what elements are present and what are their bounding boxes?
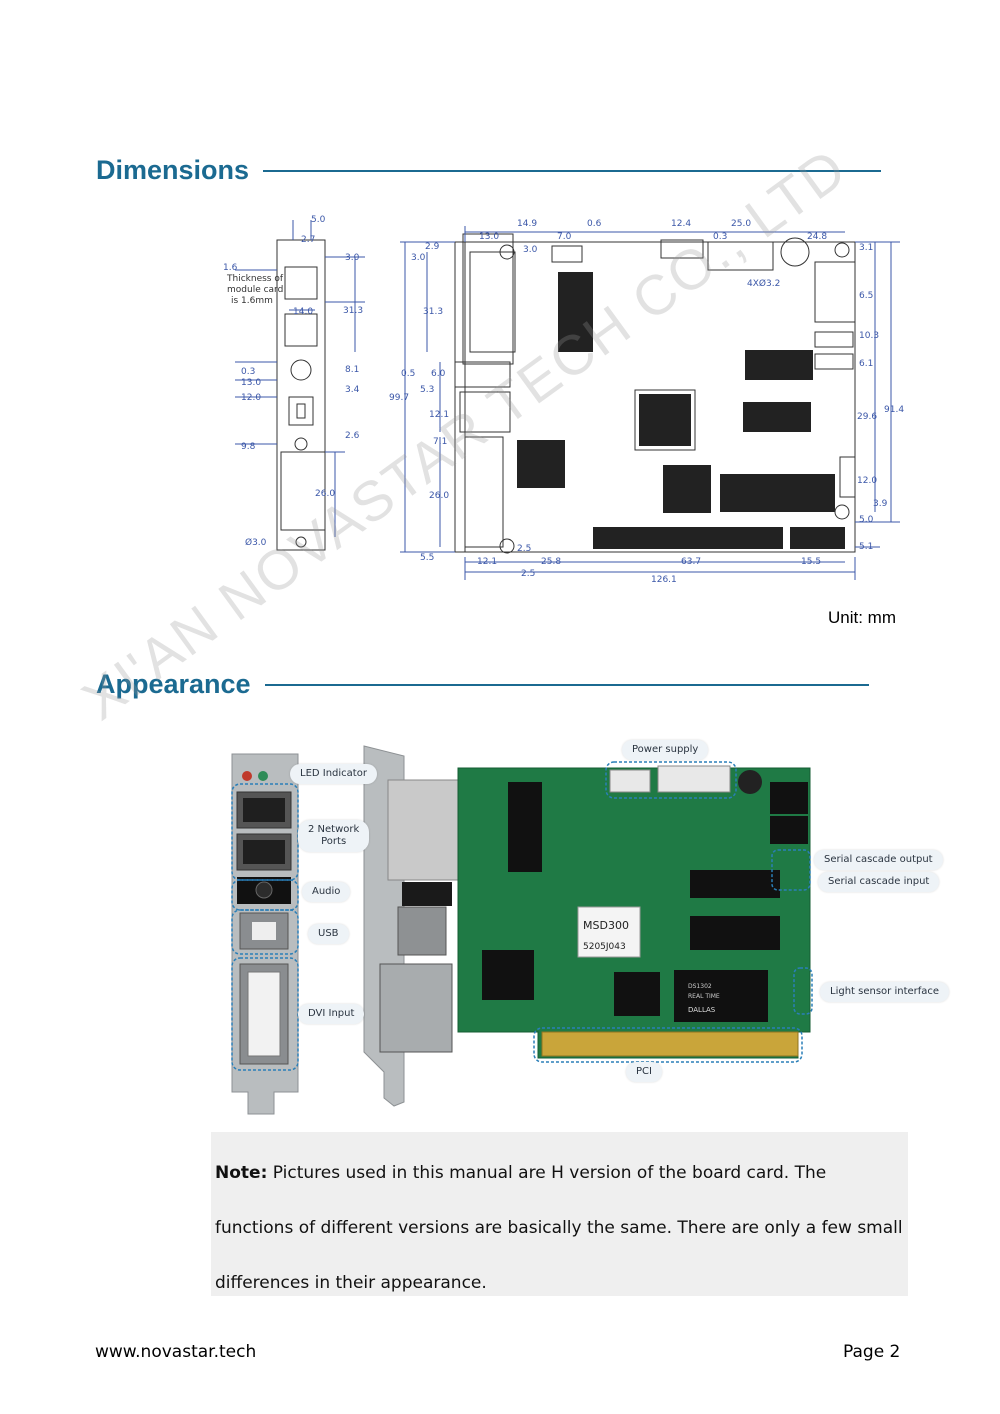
side-dim-label: 26.0 xyxy=(315,489,335,499)
side-dim-label: 2.6 xyxy=(345,431,360,441)
chip-label: DALLAS xyxy=(688,1006,716,1014)
board-dim-label: 0.3 xyxy=(713,232,727,242)
callout-led-indicator: LED Indicator xyxy=(290,764,377,784)
board-dim-label: 10.3 xyxy=(859,331,879,341)
board-dim-label: 5.0 xyxy=(859,515,874,525)
board-dim-label: 126.1 xyxy=(651,575,677,585)
board-dim-label: 2.9 xyxy=(425,242,440,252)
side-dim-label: 8.1 xyxy=(345,365,359,375)
board-dim-label: 0.6 xyxy=(587,219,602,229)
board-dim-label: 6.5 xyxy=(859,291,873,301)
chip-label: DS1302 xyxy=(688,983,712,990)
board-dim-label: 12.1 xyxy=(429,410,449,420)
callout-light-sensor-interface: Light sensor interface xyxy=(820,982,950,1002)
side-dim-label: 0.3 xyxy=(241,367,255,377)
board-dim-label: 15.5 xyxy=(801,557,821,567)
board-dim-label: 12.1 xyxy=(477,557,497,567)
callout-audio: Audio xyxy=(302,882,351,902)
bracket-side-view xyxy=(235,220,365,551)
heading-rule xyxy=(264,683,869,686)
thickness-note-line: is 1.6mm xyxy=(231,296,273,306)
note-box: Note: Pictures used in this manual are H… xyxy=(211,1132,908,1296)
board-dim-label: 25.8 xyxy=(541,557,561,567)
board-dim-label: 5.1 xyxy=(859,542,873,552)
heading-rule xyxy=(263,169,882,172)
board-dim-label: 3.9 xyxy=(873,499,888,509)
side-dim-label: 12.0 xyxy=(241,393,261,403)
board-dim-label: 99.7 xyxy=(389,393,409,403)
callout-serial-cascade-output: Serial cascade output xyxy=(814,850,943,870)
board-dim-label: 63.7 xyxy=(681,557,701,567)
thickness-note-line: Thickness of xyxy=(226,274,284,284)
side-dim-label: 2.7 xyxy=(301,235,315,245)
board-appearance-figure: MSD300 5205J043 DS1302 REAL TIME DALLAS … xyxy=(218,732,950,1122)
footer-page-number: Page 2 xyxy=(843,1342,901,1362)
board-dim-label: 2.5 xyxy=(521,569,535,579)
board-dim-label: 31.3 xyxy=(423,307,443,317)
callout-power-supply: Power supply xyxy=(622,740,709,760)
callout-dvi-input: DVI Input xyxy=(298,1004,365,1024)
side-dim-label: 31.3 xyxy=(343,306,363,316)
side-dim-label: 9.8 xyxy=(241,442,256,452)
board-dim-label: 3.1 xyxy=(859,243,873,253)
dimension-drawing: 5.0 2.7 1.6 3.0 14.0 31.3 8.1 0.3 13.0 3… xyxy=(215,212,910,597)
note-text: Pictures used in this manual are H versi… xyxy=(215,1163,903,1293)
serial-label: 5205J043 xyxy=(583,942,626,952)
dimension-drawing-svg: 5.0 2.7 1.6 3.0 14.0 31.3 8.1 0.3 13.0 3… xyxy=(223,215,904,585)
board-dim-label: 24.8 xyxy=(807,232,827,242)
callout-serial-cascade-input: Serial cascade input xyxy=(818,872,940,892)
board-dim-label: 7.1 xyxy=(433,437,447,447)
board-dim-label: 4XØ3.2 xyxy=(747,278,780,289)
board-dim-label: 0.5 xyxy=(401,369,415,379)
dimensions-title: Dimensions xyxy=(96,155,250,185)
unit-label: Unit: mm xyxy=(828,608,896,627)
board-dim-label: 12.4 xyxy=(671,219,691,229)
board-bracket xyxy=(363,745,459,1107)
model-label: MSD300 xyxy=(583,919,629,932)
callout-network-line: Ports xyxy=(321,836,347,847)
side-dim-label: 1.6 xyxy=(223,263,238,273)
led-green-icon xyxy=(258,771,268,781)
board-dim-label: 6.0 xyxy=(431,369,446,379)
side-dim-label: 14.0 xyxy=(293,307,313,317)
chip-label: REAL TIME xyxy=(688,993,720,1000)
side-dim-label: 5.0 xyxy=(311,215,326,225)
board-dim-label: 25.0 xyxy=(731,219,751,229)
side-dim-label: 3.0 xyxy=(345,253,360,263)
led-red-icon xyxy=(242,771,252,781)
thickness-note-line: module card xyxy=(227,285,283,295)
section-heading-dimensions: Dimensions xyxy=(96,155,882,186)
bracket-side-labels: 5.0 2.7 1.6 3.0 14.0 31.3 8.1 0.3 13.0 3… xyxy=(223,215,363,548)
board-dim-label: 91.4 xyxy=(884,405,904,415)
board-dim-label: 2.5 xyxy=(517,544,531,554)
footer-website: www.novastar.tech xyxy=(95,1342,257,1362)
board-dim-label: 5.5 xyxy=(420,553,434,563)
side-dim-label: 13.0 xyxy=(241,378,261,388)
callout-usb: USB xyxy=(308,924,349,944)
callout-network-ports: 2 Network Ports xyxy=(298,820,370,852)
board-dimension-lines xyxy=(400,226,900,580)
callout-pci: PCI xyxy=(626,1062,662,1082)
appearance-title: Appearance xyxy=(96,669,251,699)
board-dim-label: 26.0 xyxy=(429,491,449,501)
board-dim-label: 13.0 xyxy=(479,232,499,242)
bracket-front xyxy=(231,753,299,1115)
board-dim-label: 5.3 xyxy=(420,385,434,395)
board-dim-label: 3.0 xyxy=(523,245,538,255)
board-dim-label: 12.0 xyxy=(857,476,877,486)
board-dim-label: 7.0 xyxy=(557,232,572,242)
side-dim-label: Ø3.0 xyxy=(245,537,267,548)
board-appearance-svg: MSD300 5205J043 DS1302 REAL TIME DALLAS xyxy=(231,745,813,1115)
callout-network-line: 2 Network xyxy=(308,824,360,835)
board-dim-label: 6.1 xyxy=(859,359,873,369)
note-label: Note: xyxy=(215,1163,268,1183)
board-dim-label: 3.0 xyxy=(411,253,426,263)
board-dimension-labels: 14.9 0.6 13.0 7.0 2.9 3.0 3.0 31.3 0.5 6… xyxy=(389,219,904,585)
board-outline xyxy=(454,233,856,554)
board-dim-label: 14.9 xyxy=(517,219,537,229)
side-dim-label: 3.4 xyxy=(345,385,360,395)
section-heading-appearance: Appearance xyxy=(96,669,869,700)
pcb: MSD300 5205J043 DS1302 REAL TIME DALLAS xyxy=(457,761,813,1063)
board-dim-label: 29.6 xyxy=(857,412,877,422)
